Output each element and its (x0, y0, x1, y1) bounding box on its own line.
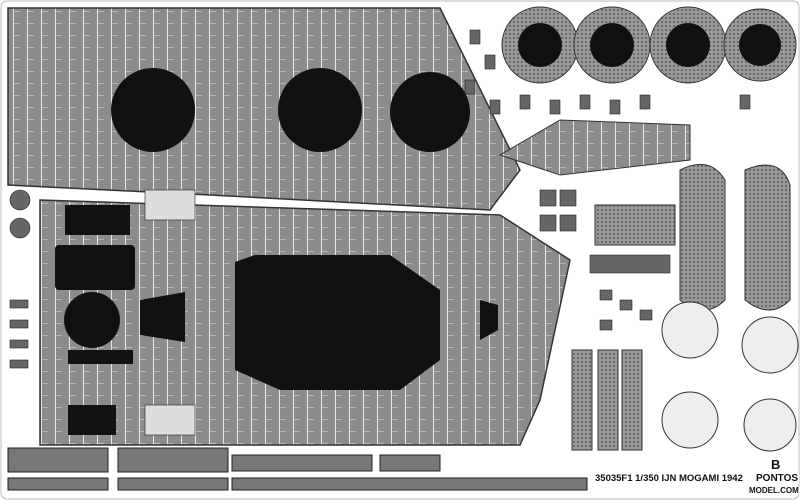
sheet-letter: B (770, 457, 782, 472)
grate (594, 204, 676, 246)
cutout (65, 205, 130, 235)
cutout (68, 350, 133, 364)
brand-logo-text: PONTOS (755, 473, 800, 484)
small-parts (9, 29, 751, 436)
cutout (64, 292, 120, 348)
cutout (55, 245, 135, 290)
upper-deck-panel (7, 7, 521, 211)
cutout (278, 68, 362, 152)
brand-website: MODEL.COM (748, 486, 800, 495)
cutout (68, 405, 116, 435)
frame-part (498, 119, 691, 176)
grate (571, 349, 593, 451)
cutout (390, 72, 470, 152)
cutout (140, 292, 185, 342)
cutout (480, 300, 498, 340)
cutout (111, 68, 195, 152)
grille-discs (501, 6, 797, 84)
searchlight-parts (661, 301, 799, 452)
grate (597, 349, 619, 451)
mesh-part (679, 163, 726, 311)
grate (621, 349, 643, 451)
cutout (235, 255, 440, 390)
bottom-strips (7, 447, 588, 491)
mesh-part (744, 164, 791, 311)
product-code-title: 35035F1 1/350 IJN MOGAMI 1942 (594, 473, 744, 484)
